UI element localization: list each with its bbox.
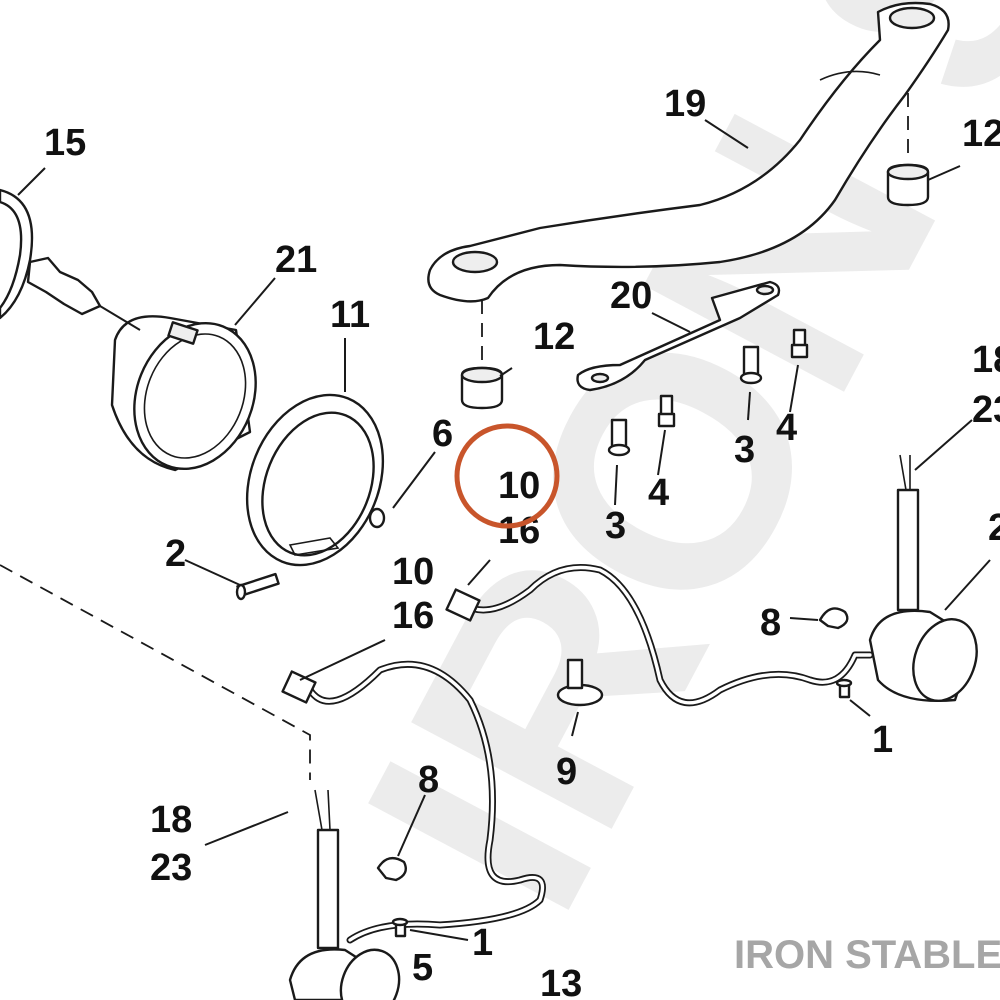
label-13: 13 bbox=[540, 963, 582, 1000]
label-8-lower: 8 bbox=[418, 759, 439, 801]
label-4-right: 4 bbox=[776, 407, 797, 449]
nut-part-6 bbox=[368, 507, 386, 529]
label-18-lower: 18 bbox=[150, 799, 192, 841]
label-8-right: 8 bbox=[760, 602, 781, 644]
label-1-right: 1 bbox=[872, 719, 893, 761]
label-16-lower: 16 bbox=[392, 595, 434, 637]
screw-part-1-lower bbox=[391, 917, 409, 938]
label-10-circled: 10 bbox=[498, 465, 540, 507]
label-23-right: 23 bbox=[972, 389, 1000, 431]
assembly-line-left bbox=[0, 564, 311, 780]
stud-part-3-right bbox=[739, 345, 763, 385]
leader-lines bbox=[17, 119, 991, 941]
label-2-right: 2 bbox=[988, 507, 1000, 549]
headlamp-part-21 bbox=[26, 256, 257, 472]
label-2: 2 bbox=[165, 533, 186, 575]
label-10-lower: 10 bbox=[392, 551, 434, 593]
label-18-right: 18 bbox=[972, 339, 1000, 381]
label-5: 5 bbox=[412, 947, 433, 989]
label-3-left: 3 bbox=[605, 505, 626, 547]
label-23-lower: 23 bbox=[150, 847, 192, 889]
label-12-lower: 12 bbox=[533, 316, 575, 358]
label-15: 15 bbox=[44, 122, 86, 164]
stud-part-3-left bbox=[607, 418, 631, 457]
screw-part-2 bbox=[235, 572, 280, 601]
screw-part-1-right bbox=[835, 678, 853, 699]
highlight-circle bbox=[454, 423, 560, 529]
label-19: 19 bbox=[664, 83, 706, 125]
clip-part-8-right bbox=[818, 607, 849, 630]
brand-logo-text: IRON STABLE bbox=[734, 933, 1000, 977]
clip-part-8-lower bbox=[376, 856, 407, 882]
bracket-part-19 bbox=[427, 1, 950, 303]
bolt-part-4-left bbox=[657, 394, 676, 428]
wiring-harness bbox=[281, 564, 874, 944]
clamp-part-9 bbox=[556, 658, 604, 707]
bracket-plate-part-20 bbox=[576, 280, 781, 392]
turn-signal-right bbox=[868, 454, 978, 702]
label-20: 20 bbox=[610, 275, 652, 317]
headlamp-ring-part-11 bbox=[245, 393, 385, 567]
callout-labels: 15 21 11 12 12 19 20 6 10 16 10 16 3 4 3… bbox=[44, 83, 1000, 1000]
label-4-left: 4 bbox=[648, 472, 669, 514]
label-11: 11 bbox=[330, 294, 370, 336]
grommet-part-12-upper bbox=[886, 163, 930, 207]
label-21: 21 bbox=[275, 239, 317, 281]
bolt-part-4-right bbox=[790, 328, 809, 359]
turn-signal-left bbox=[288, 789, 401, 1000]
label-6: 6 bbox=[432, 413, 453, 455]
trim-ring-part-15 bbox=[0, 188, 34, 320]
label-1-lower: 1 bbox=[472, 922, 493, 964]
label-9: 9 bbox=[556, 751, 577, 793]
grommet-part-12-lower bbox=[460, 366, 504, 410]
label-12-upper: 12 bbox=[962, 113, 1000, 155]
label-3-right: 3 bbox=[734, 429, 755, 471]
